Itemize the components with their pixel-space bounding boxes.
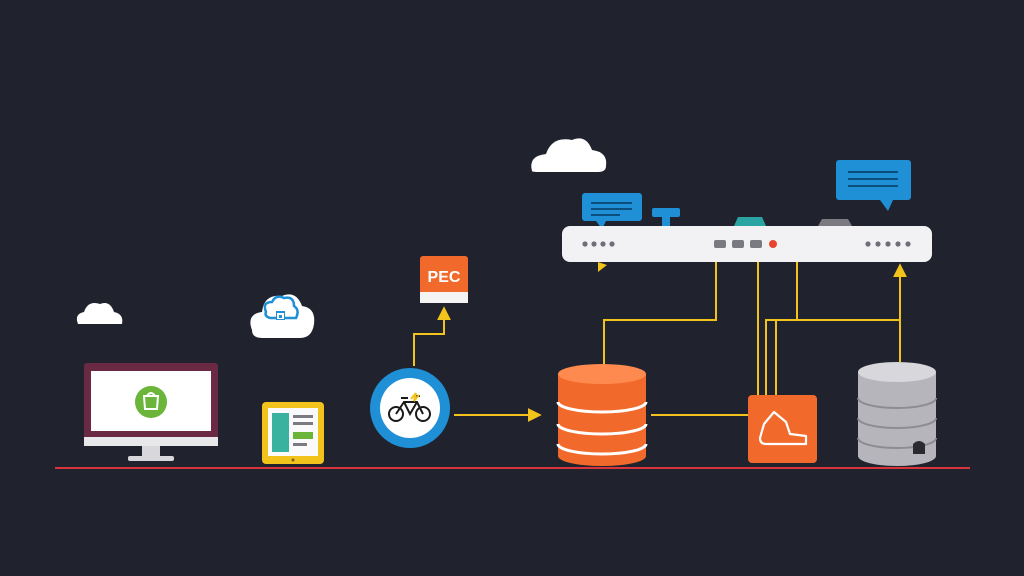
switch-port-module <box>662 216 670 228</box>
pec-badge-label: PEC <box>428 269 461 286</box>
bicycle-service <box>370 368 450 448</box>
gray-database <box>857 362 937 466</box>
alert-led <box>769 240 777 248</box>
switch-port-module <box>734 217 766 226</box>
orange-app-tile <box>748 395 817 463</box>
status-led-group <box>865 241 911 247</box>
bicycle-icon <box>388 395 431 422</box>
pec-badge: PEC <box>420 256 468 303</box>
cloud-icon <box>250 294 315 338</box>
network-switch <box>562 226 932 272</box>
chat-bubble-icon <box>836 160 911 211</box>
app-icon <box>135 386 167 418</box>
status-led-group <box>582 241 615 247</box>
switch-port-module <box>818 219 852 226</box>
chat-bubble-icon <box>582 193 642 229</box>
cloud-icon <box>531 138 607 172</box>
shoe-icon <box>758 410 808 446</box>
desktop-monitor <box>84 363 218 461</box>
orange-database <box>556 364 648 466</box>
connector-lines <box>413 262 907 422</box>
cloud-icon <box>76 303 123 324</box>
switch-port-module <box>652 208 680 217</box>
tablet <box>262 402 324 464</box>
port-group <box>714 240 777 248</box>
